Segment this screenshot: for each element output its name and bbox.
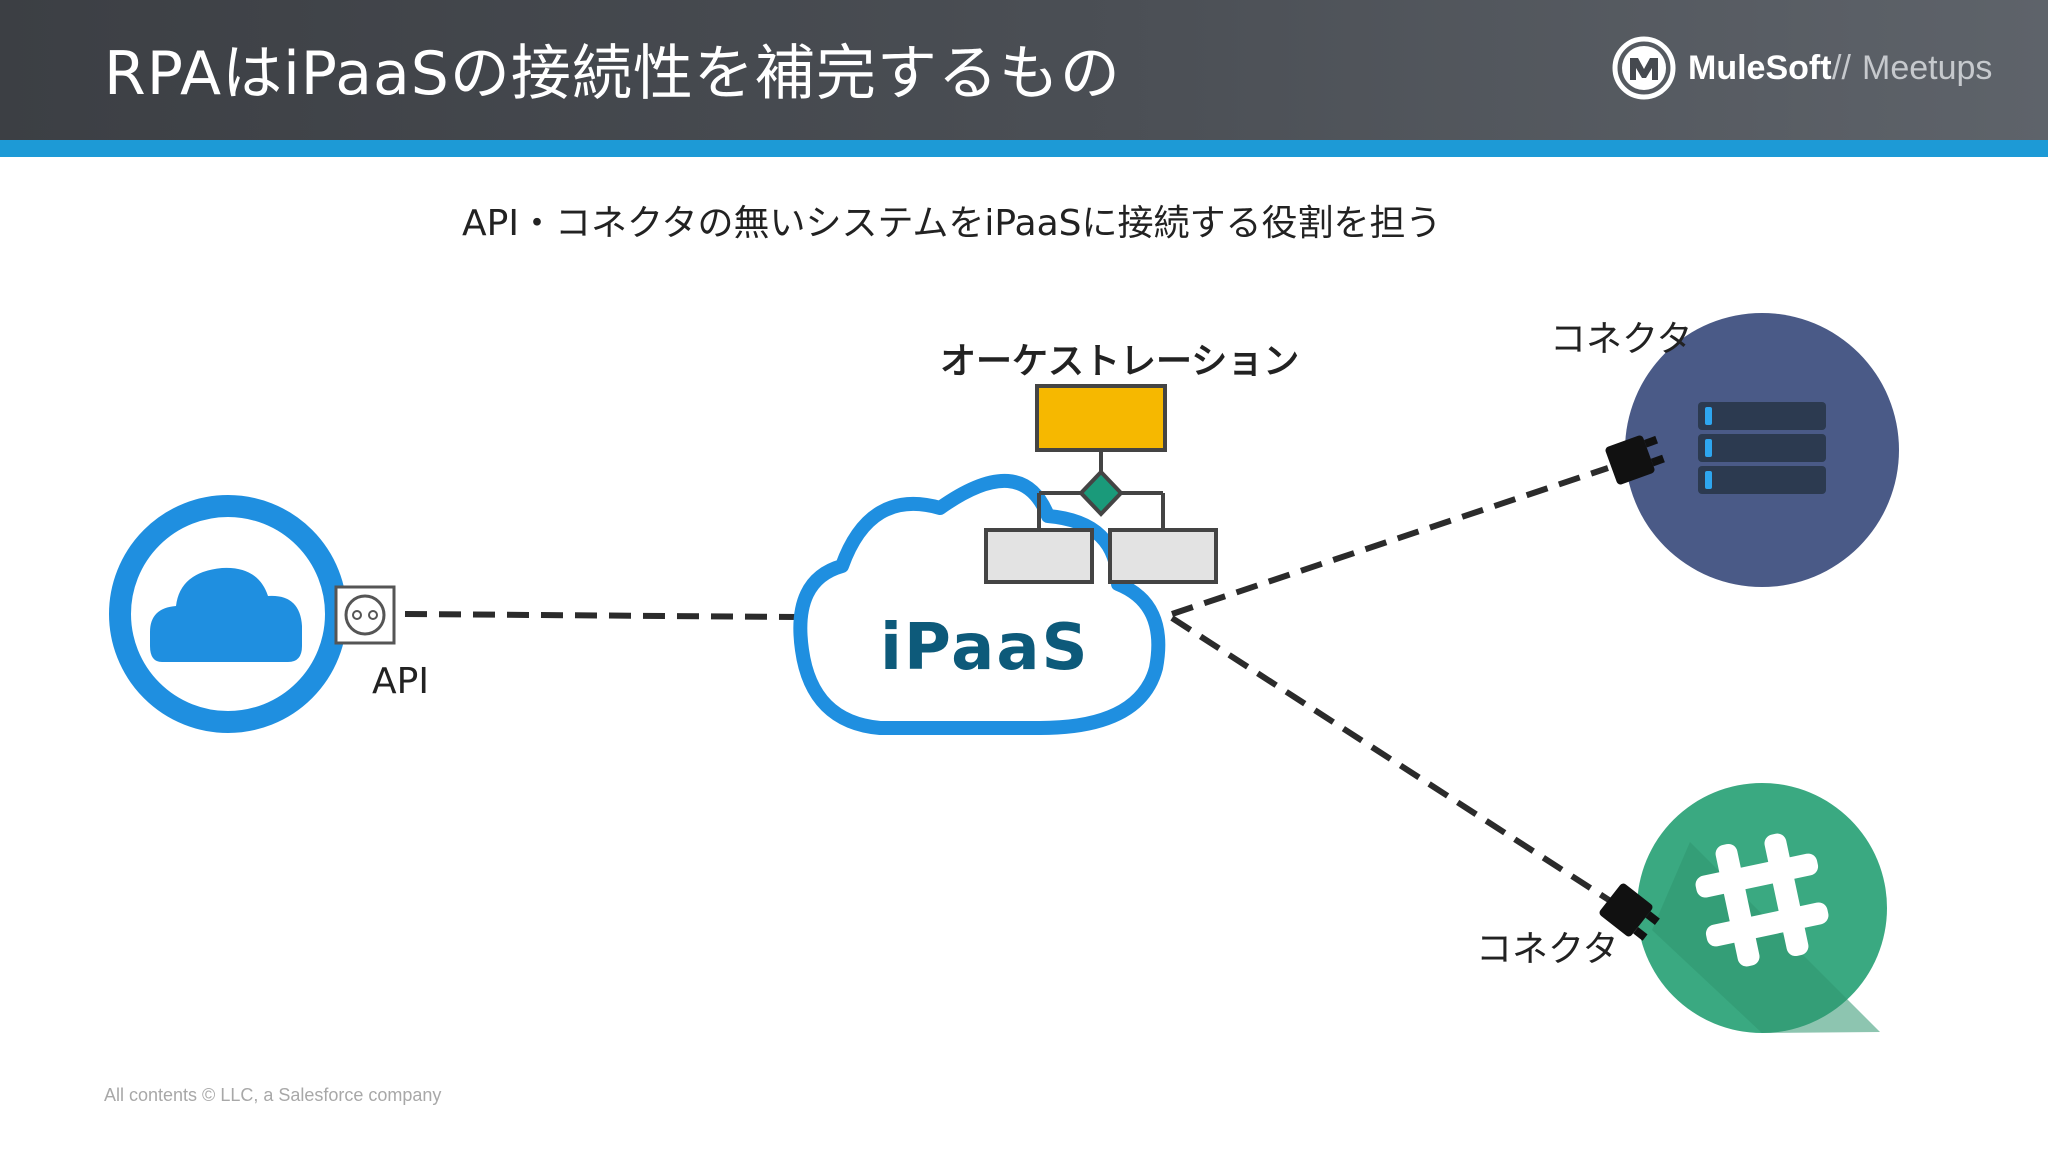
orchestration-label: オーケストレーション <box>940 341 1300 382</box>
slide-header <box>0 0 2048 140</box>
footer-copyright: All contents © LLC, a Salesforce company <box>104 1085 442 1105</box>
slide-title: RPAはiPaaSの接続性を補完するもの <box>104 39 1121 109</box>
logo-separator: // <box>1832 49 1851 87</box>
connector-label-top: コネクタ <box>1550 319 1693 360</box>
logo-brand-text: MuleSoft <box>1688 49 1832 87</box>
flowchart-icon <box>984 384 1218 584</box>
ipaas-label: iPaaS <box>880 611 1090 685</box>
slack-icon <box>1637 783 1887 1033</box>
connector-label-bottom: コネクタ <box>1476 929 1619 970</box>
slide-subtitle: API・コネクタの無いシステムをiPaaSに接続する役割を担う <box>462 203 1442 244</box>
plug-icon <box>1599 883 1660 941</box>
server-connection-line <box>1171 465 1609 617</box>
cloud-app-icon <box>109 495 347 733</box>
socket-icon <box>334 585 396 645</box>
mulesoft-meetups-logo: MuleSoft // Meetups <box>1612 34 2012 106</box>
slack-connection-line <box>1170 615 1614 905</box>
ipaas-cloud <box>793 473 1166 736</box>
logo-event-text: Meetups <box>1862 49 1993 87</box>
api-connection-line <box>404 611 799 620</box>
header-accent-bar <box>0 140 2048 157</box>
server-icon <box>1625 313 1899 587</box>
plug-icon <box>1605 435 1665 485</box>
mulesoft-logo-icon <box>1612 36 1676 100</box>
api-label: API <box>372 661 429 702</box>
